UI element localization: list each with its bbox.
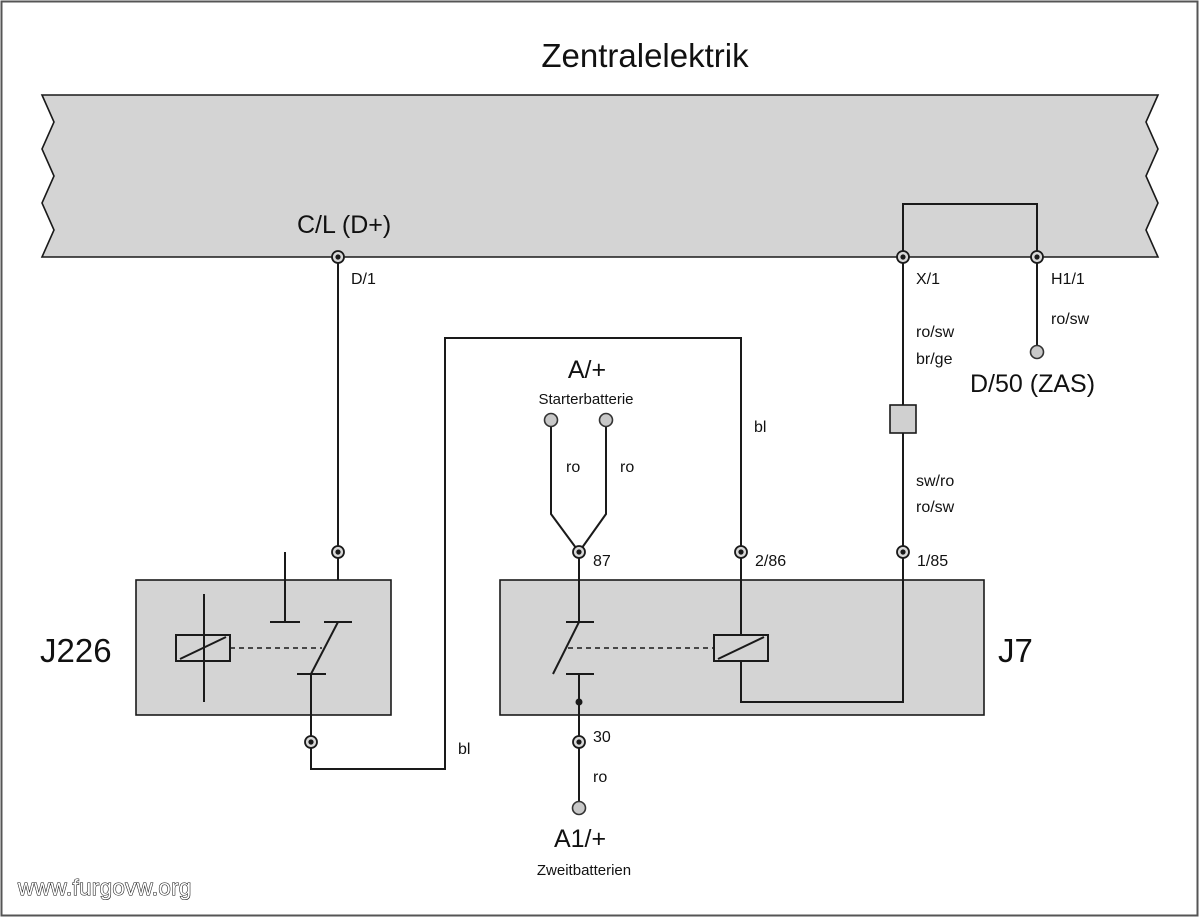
terminal-d1 xyxy=(331,250,345,264)
terminal-87 xyxy=(572,545,586,559)
j226-relay-symbol xyxy=(175,552,352,742)
ro-sw-bottom-label: ro/sw xyxy=(916,499,955,516)
terminal-j226-in xyxy=(331,545,345,559)
second-battery-name: A1/+ xyxy=(554,825,606,853)
cl-dplus-label: C/L (D+) xyxy=(297,211,391,239)
terminal-87-label: 87 xyxy=(593,553,611,570)
terminal-185-label: 1/85 xyxy=(917,553,948,570)
terminal-30-label: 30 xyxy=(593,729,611,746)
sw-ro-label: sw/ro xyxy=(916,473,954,490)
x1-label: X/1 xyxy=(916,271,940,288)
bl-bottom-label: bl xyxy=(458,741,470,758)
starter-battery-pole-left xyxy=(543,412,559,428)
second-battery-pole xyxy=(571,800,587,816)
ro-right-label: ro xyxy=(620,459,634,476)
h11-label: H1/1 xyxy=(1051,271,1085,288)
bl-top-label: bl xyxy=(754,419,766,436)
j7-relay-symbol xyxy=(552,552,904,742)
internal-bridge-x1-h11 xyxy=(902,203,1038,257)
wire-ro-right xyxy=(578,420,607,553)
central-electrics-block xyxy=(40,94,1160,258)
inline-connector xyxy=(889,404,917,434)
br-ge-label: br/ge xyxy=(916,351,953,368)
j226-label: J226 xyxy=(40,632,112,669)
terminal-286 xyxy=(734,545,748,559)
terminal-30 xyxy=(572,735,586,749)
terminal-x1 xyxy=(896,250,910,264)
ro-bottom-label: ro xyxy=(593,769,607,786)
wire-bl-j226-to-j7 xyxy=(310,337,742,770)
second-battery-sub: Zweitbatterien xyxy=(537,862,631,879)
wire-ro-left xyxy=(550,420,580,553)
starter-battery-name: A/+ xyxy=(568,356,606,384)
starter-battery-sub: Starterbatterie xyxy=(538,391,633,408)
terminal-j226-out xyxy=(304,735,318,749)
watermark: www.furgovw.org xyxy=(17,875,192,900)
terminal-h11 xyxy=(1030,250,1044,264)
ro-sw-top-label: ro/sw xyxy=(916,324,955,341)
terminal-286-label: 2/86 xyxy=(755,553,786,570)
diagram-title: Zentralelektrik xyxy=(541,37,749,74)
terminal-185 xyxy=(896,545,910,559)
j7-label: J7 xyxy=(998,632,1033,669)
ro-sw-h11-label: ro/sw xyxy=(1051,311,1090,328)
ro-left-label: ro xyxy=(566,459,580,476)
d1-label: D/1 xyxy=(351,271,376,288)
d50-endpoint xyxy=(1029,344,1045,360)
j226-module xyxy=(135,579,392,716)
starter-battery-pole-right xyxy=(598,412,614,428)
d50-label: D/50 (ZAS) xyxy=(970,370,1095,398)
